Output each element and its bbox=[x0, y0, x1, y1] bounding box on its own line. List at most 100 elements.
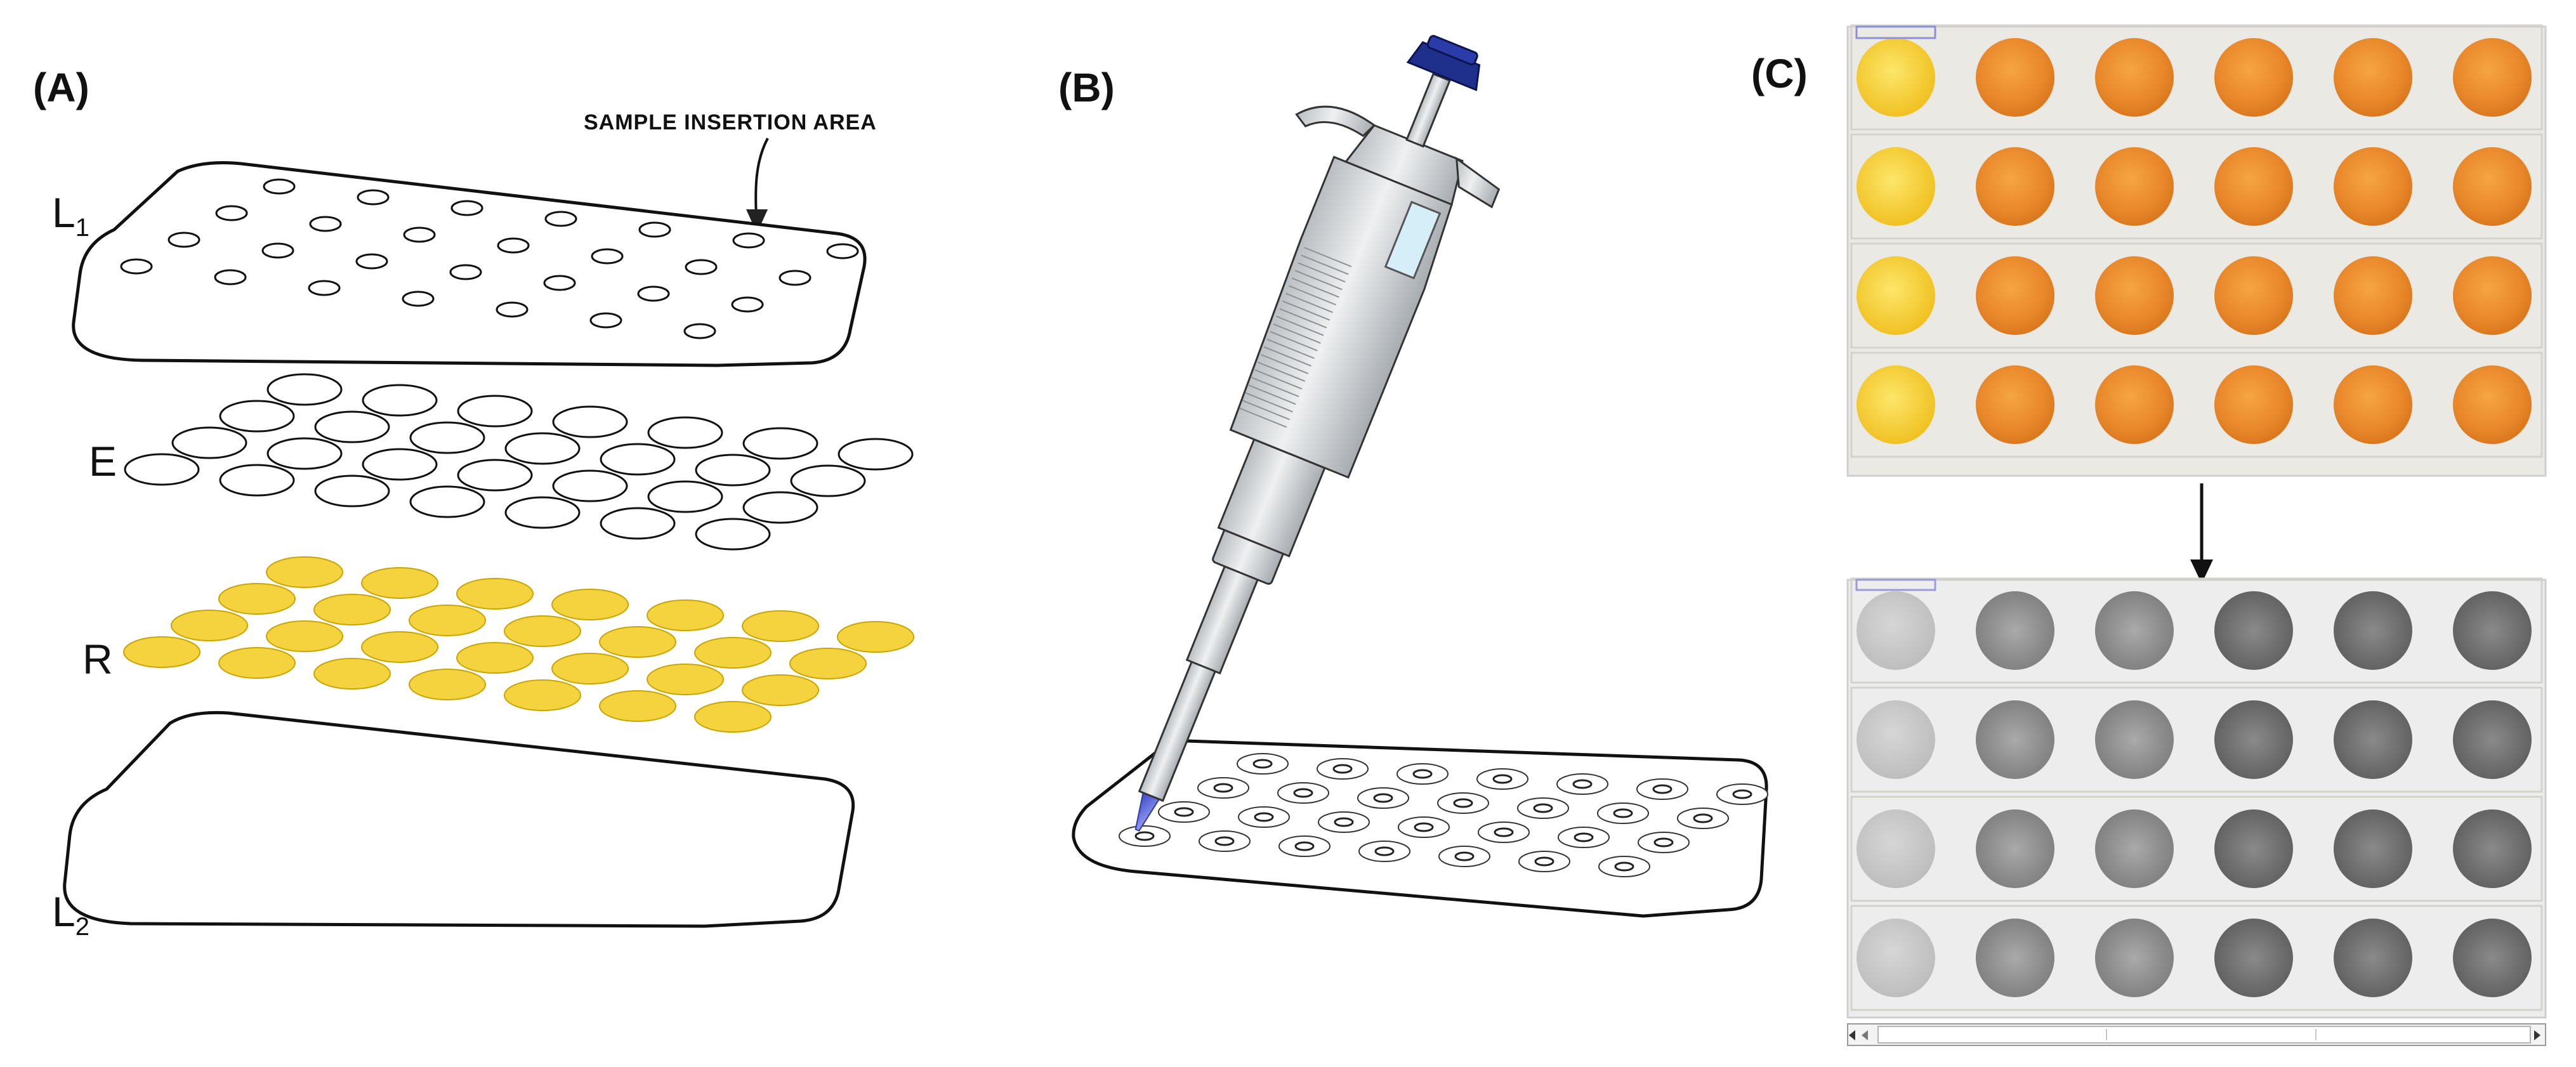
photo-well bbox=[2334, 147, 2412, 226]
grip-rib bbox=[1245, 392, 1293, 413]
device-well-inner bbox=[1252, 759, 1273, 769]
photo-well bbox=[2095, 809, 2174, 888]
photo-well bbox=[1856, 147, 1935, 226]
r-reagent-disc bbox=[218, 583, 296, 615]
grip-rib bbox=[1258, 362, 1306, 382]
e-disc bbox=[409, 421, 485, 454]
photo-well bbox=[1976, 591, 2054, 670]
r-reagent-disc bbox=[266, 556, 343, 588]
photo-well bbox=[2334, 919, 2412, 997]
photo-well bbox=[1856, 256, 1935, 335]
layer-r-reagent-discs bbox=[123, 556, 914, 733]
r-reagent-disc bbox=[313, 658, 391, 690]
l1-hole bbox=[544, 211, 577, 227]
grip-rib bbox=[1294, 270, 1343, 291]
photo-well bbox=[2453, 919, 2532, 997]
photo-well bbox=[2214, 365, 2293, 444]
photo-well bbox=[2095, 591, 2174, 670]
photo-well bbox=[1976, 809, 2054, 888]
r-reagent-disc bbox=[218, 647, 296, 679]
e-disc bbox=[504, 496, 581, 529]
r-reagent-disc bbox=[789, 648, 867, 679]
l1-hole bbox=[543, 275, 576, 291]
photo-well bbox=[1856, 700, 1935, 779]
photo-well bbox=[2095, 365, 2174, 444]
e-disc bbox=[552, 469, 628, 502]
device-well-inner bbox=[1534, 856, 1554, 867]
grip-rib bbox=[1261, 354, 1309, 374]
r-reagent-disc bbox=[742, 674, 819, 706]
scrollbar-thumb[interactable] bbox=[1877, 1026, 2531, 1044]
device-well-inner bbox=[1453, 798, 1473, 808]
photo-well bbox=[1856, 38, 1935, 117]
device-well-inner bbox=[1614, 861, 1634, 872]
photo-well bbox=[2334, 591, 2412, 670]
e-disc bbox=[647, 416, 723, 449]
pipette-plunger-rod bbox=[1405, 72, 1451, 148]
pipette-plunger-cap bbox=[1406, 41, 1481, 91]
device-well-inner bbox=[1653, 837, 1674, 848]
panel-label-b: (B) bbox=[1058, 65, 1115, 110]
e-disc bbox=[457, 395, 533, 428]
photo-well bbox=[1856, 809, 1935, 888]
e-disc bbox=[171, 426, 247, 459]
grip-rib bbox=[1251, 377, 1299, 398]
l1-hole bbox=[402, 291, 435, 307]
layer-e-discs bbox=[124, 373, 914, 551]
l1-hole bbox=[120, 258, 153, 275]
photo-well bbox=[2453, 256, 2532, 335]
pipette-shaft bbox=[1185, 563, 1260, 675]
strip-outline bbox=[1850, 133, 2543, 240]
e-disc bbox=[362, 448, 438, 481]
scroll-far-left-icon[interactable] bbox=[1849, 1030, 1855, 1040]
photo-well bbox=[1976, 256, 2054, 335]
grayscale-well-grid bbox=[1850, 577, 2543, 1011]
photo-well bbox=[2453, 700, 2532, 779]
photo-well bbox=[2453, 365, 2532, 444]
layer-label-e: E bbox=[89, 438, 117, 485]
device-well-inner bbox=[1293, 788, 1313, 798]
l1-hole bbox=[638, 221, 671, 238]
e-disc bbox=[600, 507, 676, 540]
r-reagent-disc bbox=[313, 594, 391, 625]
device-well-inner bbox=[1214, 836, 1235, 846]
e-disc bbox=[409, 485, 485, 518]
callout-arrow-line bbox=[754, 138, 769, 218]
e-disc bbox=[457, 459, 533, 492]
r-reagent-disc bbox=[837, 621, 914, 653]
l1-hole bbox=[779, 270, 812, 286]
r-reagent-disc bbox=[409, 669, 486, 700]
e-disc bbox=[838, 438, 914, 471]
r-reagent-disc bbox=[551, 589, 629, 620]
l1-hole bbox=[215, 205, 248, 221]
callout-arrowhead-icon bbox=[746, 209, 768, 233]
pipette bbox=[1134, 35, 1501, 832]
pipette-grip-ribs bbox=[1239, 247, 1352, 428]
device-well-inner bbox=[1652, 784, 1672, 794]
sample-insertion-label: SAMPLE INSERTION AREA bbox=[584, 110, 877, 134]
device-well-inner bbox=[1213, 783, 1233, 793]
scroll-left-icon[interactable] bbox=[1862, 1030, 1868, 1040]
pipette-plunger-top bbox=[1426, 35, 1478, 66]
grip-rib bbox=[1239, 407, 1287, 428]
photo-well bbox=[2453, 38, 2532, 117]
l1-hole bbox=[731, 296, 764, 313]
horizontal-scrollbar[interactable] bbox=[1847, 1023, 2546, 1046]
e-disc bbox=[266, 437, 343, 470]
scroll-right-icon[interactable] bbox=[2534, 1030, 2540, 1040]
photo-well bbox=[1976, 365, 2054, 444]
l1-hole bbox=[309, 216, 342, 232]
r-reagent-disc bbox=[647, 664, 724, 695]
panel-label-a: (A) bbox=[33, 65, 89, 110]
photo-well bbox=[1976, 38, 2054, 117]
photo-well bbox=[2334, 365, 2412, 444]
e-disc bbox=[219, 400, 295, 433]
l1-hole bbox=[826, 243, 859, 259]
l1-hole bbox=[591, 248, 624, 265]
l1-hole bbox=[685, 259, 718, 275]
color-photo bbox=[1846, 25, 2547, 477]
device-well-inner bbox=[1572, 779, 1593, 789]
e-disc bbox=[124, 453, 200, 486]
device-well-inner bbox=[1334, 817, 1354, 827]
l1-hole bbox=[403, 226, 436, 243]
